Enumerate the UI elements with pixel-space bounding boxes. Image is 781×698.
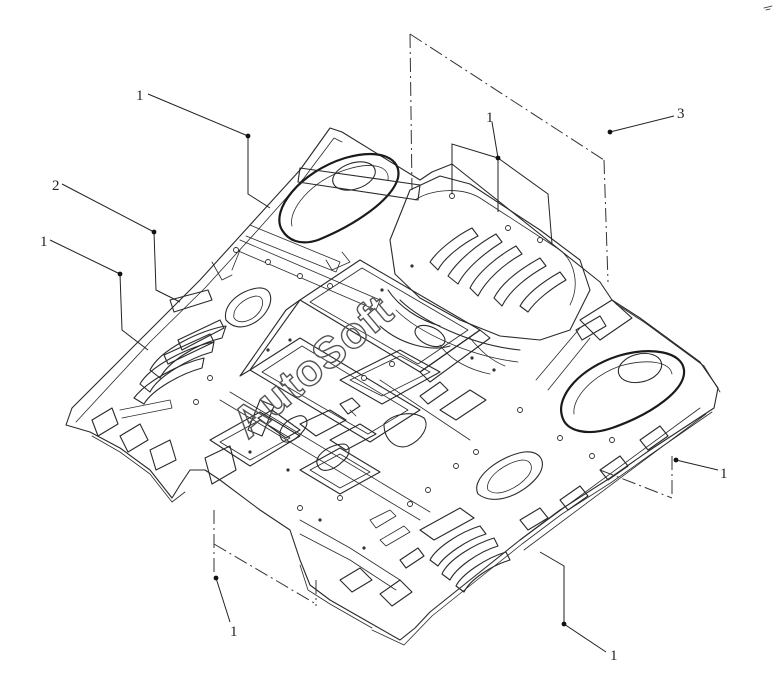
- callout-leaders: [49, 93, 719, 653]
- callout-label-1-left: 1: [40, 234, 48, 250]
- callout-label-1-right: 1: [720, 466, 728, 482]
- right-rear-floor: [535, 299, 686, 434]
- callout-label-1-bottom-right: 1: [610, 648, 618, 664]
- corner-mark: [763, 5, 773, 11]
- callout-label-1-bottom-left: 1: [230, 624, 238, 640]
- callout-label-1-top-center: 1: [486, 110, 494, 126]
- callout-label-3: 3: [677, 106, 685, 122]
- panel-holes: [193, 193, 615, 550]
- center-seat-panel: [379, 175, 591, 375]
- middle-floor-structure: [219, 259, 491, 521]
- callout-labels: 1 2 1 1 3 1 1 1: [40, 88, 728, 664]
- assembly-lines: [213, 33, 673, 606]
- callout-label-2: 2: [52, 178, 60, 194]
- floor-panel-outline: [65, 127, 721, 646]
- left-rear-floor: [119, 153, 421, 419]
- watermark-text: AutoSoft: [223, 286, 403, 448]
- callout-label-1-top-left: 1: [136, 88, 144, 104]
